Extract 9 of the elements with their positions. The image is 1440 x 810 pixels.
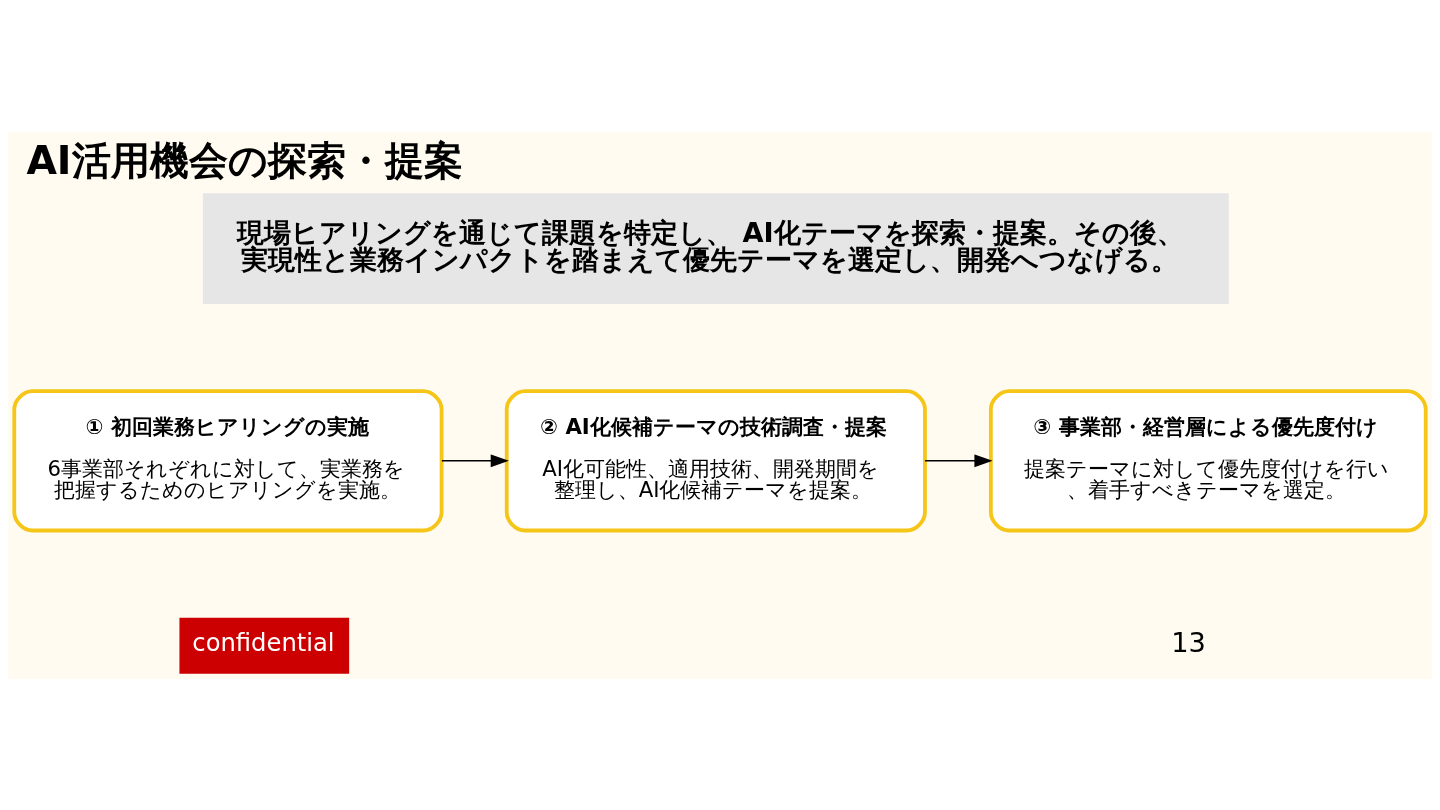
arrow [924, 453, 993, 467]
label: 13 [1171, 626, 1206, 658]
node-box: 現場ヒアリングを通じて課題を特定し、 AI化テーマを探索・提案。その後、実現性と業務インパクトを踏まえて優先テーマを選定し、開発へつなげる。 [202, 192, 1229, 304]
node-box: ③ 事業部・経営層による優先度付け 提案テーマに対して優先度付けを行い、着手すべきテーマを選定。 [988, 388, 1428, 532]
node-box: ① 初回業務ヒアリングの実施 6事業部それぞれに対して、実業務を把握するためのヒアリングを実施。 [12, 388, 444, 532]
diagram-title: AI活用機会の探索・提案 [26, 136, 463, 183]
label: confidential [192, 627, 335, 657]
arrow [441, 453, 509, 467]
node-box: ② AI化候補テーマの技術調査・提案 AI化可能性、適用技術、開発期間を整理し、AI化候補テーマを提案。 [504, 388, 927, 532]
